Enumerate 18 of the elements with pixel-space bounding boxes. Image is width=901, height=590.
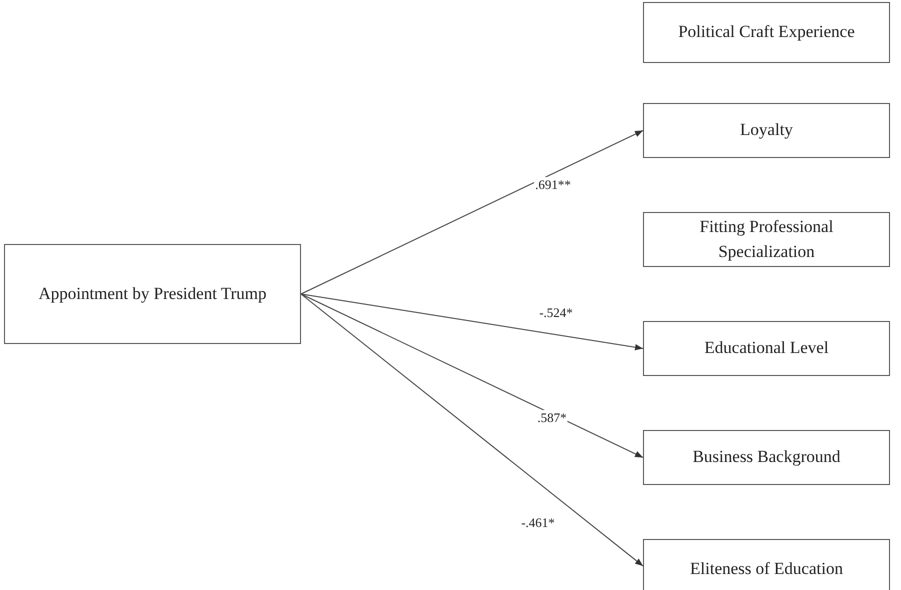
variable-box: [643, 430, 890, 485]
variable-name: Appointment by President Trump: [38, 282, 267, 305]
variable-name: Eliteness of Education: [690, 558, 843, 580]
variable-box: [4, 244, 301, 344]
variable-box: [643, 212, 890, 267]
variable-name: Educational Level: [704, 337, 829, 360]
arrow: [300, 294, 644, 458]
arrow: [300, 130, 644, 294]
variable-box: [643, 103, 890, 158]
arrow: [300, 294, 644, 566]
variable-box: [643, 539, 890, 590]
arrow: [300, 294, 644, 350]
variable-name: Business Background: [692, 446, 840, 468]
variable-name: Fitting Professional Specialization: [698, 216, 834, 263]
variable-box: [643, 321, 890, 376]
variable-box: [643, 2, 890, 63]
variable-name: Loyalty: [740, 119, 793, 142]
variable-name: Political Craft Experience: [678, 21, 855, 44]
